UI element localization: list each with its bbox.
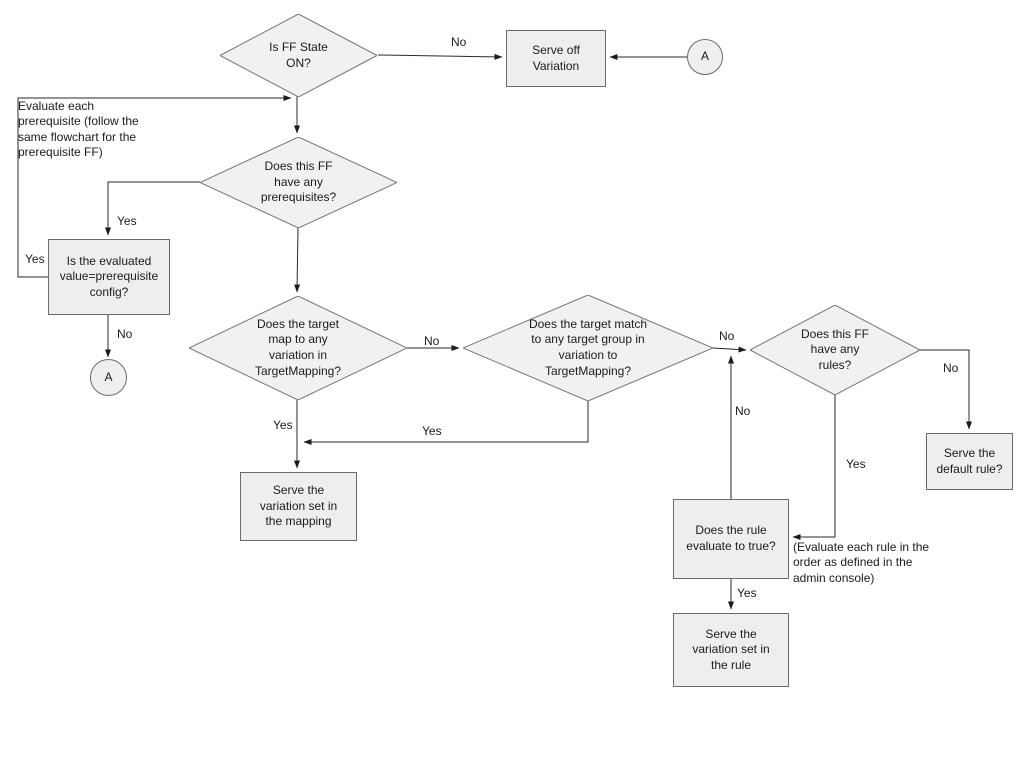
node-label: Serve the default rule? <box>936 445 1003 476</box>
edge-label-no-map-to-group: No <box>424 334 440 348</box>
decision-is-ff-state-on: Is FF State ON? <box>220 14 377 97</box>
node-label: Serve off Variation <box>532 42 580 73</box>
process-serve-off-variation: Serve off Variation <box>506 30 606 87</box>
edge-targetgroup-yes-servemapping <box>303 400 589 445</box>
process-serve-default-rule: Serve the default rule? <box>926 433 1013 490</box>
annotation-rule-order-note: (Evaluate each rule in the order as defi… <box>793 540 930 585</box>
edge-label-yes-rules-evaluate: Yes <box>846 457 866 471</box>
process-evaluated-value-matches: Is the evaluated value=prerequisite conf… <box>48 239 170 315</box>
decision-target-maps-variation: Does the target map to any variation in … <box>189 296 407 400</box>
node-label: Serve the variation set in the rule <box>692 626 770 672</box>
edge-label-no-rules-default: No <box>943 361 959 375</box>
diamond-shape <box>750 305 920 395</box>
node-label: Does the rule evaluate to true? <box>686 523 776 553</box>
node-label: Serve the variation set in the mapping <box>259 483 338 529</box>
edge-ffon-no-serveoff <box>377 53 503 60</box>
node-label: Does this FF have any rules? <box>800 326 869 372</box>
edge-label-yes-group-to-mapping: Yes <box>422 424 442 438</box>
node-label: Does this FF have any prerequisites? <box>260 159 337 205</box>
decision-has-prerequisites: Does this FF have any prerequisites? <box>200 137 397 228</box>
decision-target-matches-group: Does the target match to any target grou… <box>463 295 713 401</box>
diamond-shape <box>220 14 377 97</box>
process-serve-variation-rule: Serve the variation set in the rule <box>673 613 789 687</box>
process-rule-evaluates-true: Does the rule evaluate to true? <box>673 499 789 579</box>
edge-label-yes-prereq-loop: Yes <box>25 252 45 266</box>
node-label: Does the target map to any variation in … <box>254 316 342 378</box>
edge-label-no-prereq-to-a: No <box>117 327 133 341</box>
node-label: Is FF State ON? <box>269 39 328 70</box>
decision-has-rules: Does this FF have any rules? <box>750 305 920 395</box>
diamond-shape <box>189 296 407 400</box>
edge-targetgroup-no-rules <box>712 346 747 353</box>
node-label: A <box>104 369 113 384</box>
edge-rules-yes-ruleeval <box>792 395 836 540</box>
edge-label-yes-serve-mapping: Yes <box>273 418 293 432</box>
node-label: Does the target match to any target grou… <box>528 316 648 378</box>
edge-label-no-serve-off: No <box>451 35 467 49</box>
connector-a-left: A <box>90 359 127 396</box>
process-serve-variation-mapping: Serve the variation set in the mapping <box>240 472 357 541</box>
annotation-prerequisite-note: Evaluate each prerequisite (follow the s… <box>18 99 139 160</box>
node-label: Is the evaluated value=prerequisite conf… <box>59 253 159 299</box>
diamond-shape <box>463 295 713 401</box>
node-label: A <box>700 49 709 64</box>
edge-label-no-group-to-rules: No <box>719 329 735 343</box>
diamond-shape <box>200 137 397 228</box>
edge-prerequisites-to-targetmap <box>294 227 301 293</box>
edge-label-yes-into-prereq-check: Yes <box>117 214 137 228</box>
edge-label-yes-serve-rule: Yes <box>737 586 757 600</box>
connector-a-top: A <box>687 39 723 75</box>
edge-label-no-rule-loop: No <box>735 404 751 418</box>
